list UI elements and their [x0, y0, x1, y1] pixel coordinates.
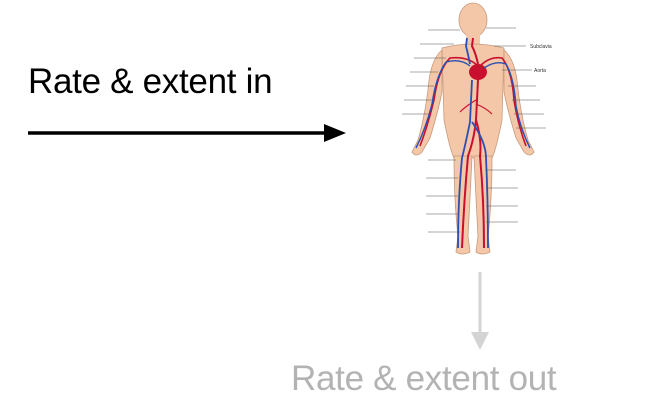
- circulatory-system-figure: Subclavia Aorta: [398, 0, 568, 262]
- arrow-right-icon: [28, 118, 348, 148]
- aorta-label: Aorta: [534, 68, 546, 74]
- subclavian-label: Subclavia: [530, 44, 552, 50]
- rate-extent-in-label: Rate & extent in: [28, 62, 272, 102]
- rate-extent-out-label: Rate & extent out: [291, 359, 556, 399]
- arrow-down-icon: [462, 272, 498, 352]
